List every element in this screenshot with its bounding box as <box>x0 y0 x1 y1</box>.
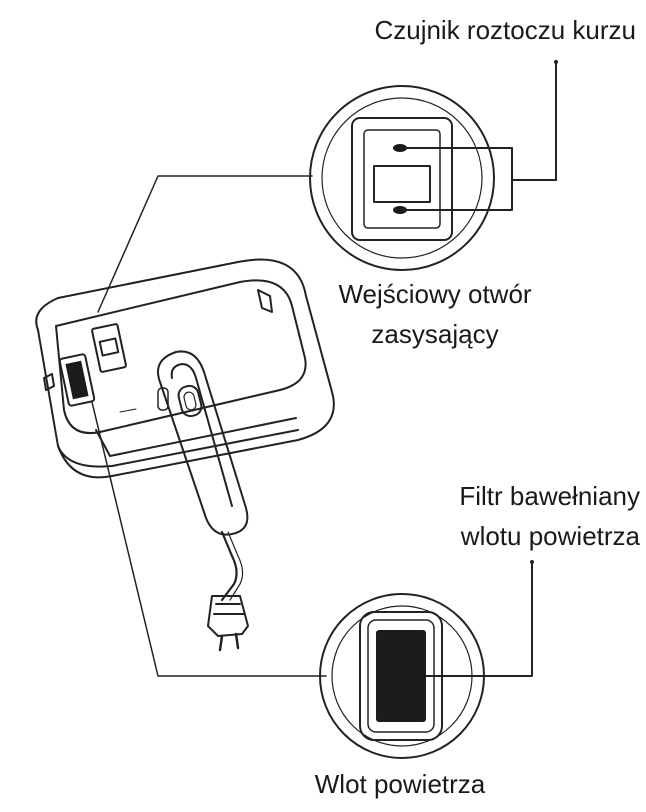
filter-leader <box>425 563 533 677</box>
device-suction-window <box>91 323 127 373</box>
zoom-circle-air-inlet <box>319 560 534 759</box>
leader-line-top <box>97 175 313 313</box>
zoom-circle-sensor <box>309 60 558 271</box>
side-button <box>157 387 169 411</box>
power-cord-2 <box>227 531 244 601</box>
leader-line-bottom <box>91 401 327 677</box>
device-logo-mark <box>119 408 137 413</box>
filter-leader-dot <box>530 560 534 564</box>
sensor-bracket <box>403 147 513 211</box>
sensor-dot-top <box>393 144 407 152</box>
callout-lines <box>91 175 327 677</box>
device-suction-window-inner <box>98 337 120 357</box>
vacuum-device <box>35 258 335 652</box>
cotton-filter <box>376 630 426 722</box>
device-side-slot <box>257 289 273 313</box>
power-switch <box>177 384 203 418</box>
power-plug <box>207 595 249 652</box>
device-handle-inner <box>170 363 233 507</box>
power-switch-inner <box>183 391 197 411</box>
device-top-plate <box>55 279 307 434</box>
sensor-dot-bottom <box>393 206 407 214</box>
device-left-notch <box>43 373 55 391</box>
device-front-edge <box>95 417 297 457</box>
label-cotton-filter-line2: wlotu powietrza <box>460 521 640 551</box>
zoom-circle-sensor-inner <box>321 97 483 259</box>
power-cord <box>220 530 238 602</box>
sensor-frame <box>351 117 453 241</box>
label-dust-sensor: Czujnik roztoczu kurzu <box>374 15 636 45</box>
device-air-grille <box>58 353 96 407</box>
label-suction-inlet-line1: Wejściowy otwór <box>338 279 532 309</box>
device-handle <box>157 350 249 536</box>
label-cotton-filter-line1: Filtr bawełniany <box>459 481 640 511</box>
device-body-outer <box>35 258 335 479</box>
device-skirt <box>57 429 299 468</box>
zoom-circle-sensor-outer <box>309 85 495 271</box>
suction-inlet-window <box>373 165 431 203</box>
label-air-inlet: Wlot powietrza <box>314 769 486 799</box>
sensor-leader-dot <box>554 60 558 64</box>
sensor-frame-inner <box>363 129 441 229</box>
label-suction-inlet-line2: zasysający <box>371 319 499 349</box>
